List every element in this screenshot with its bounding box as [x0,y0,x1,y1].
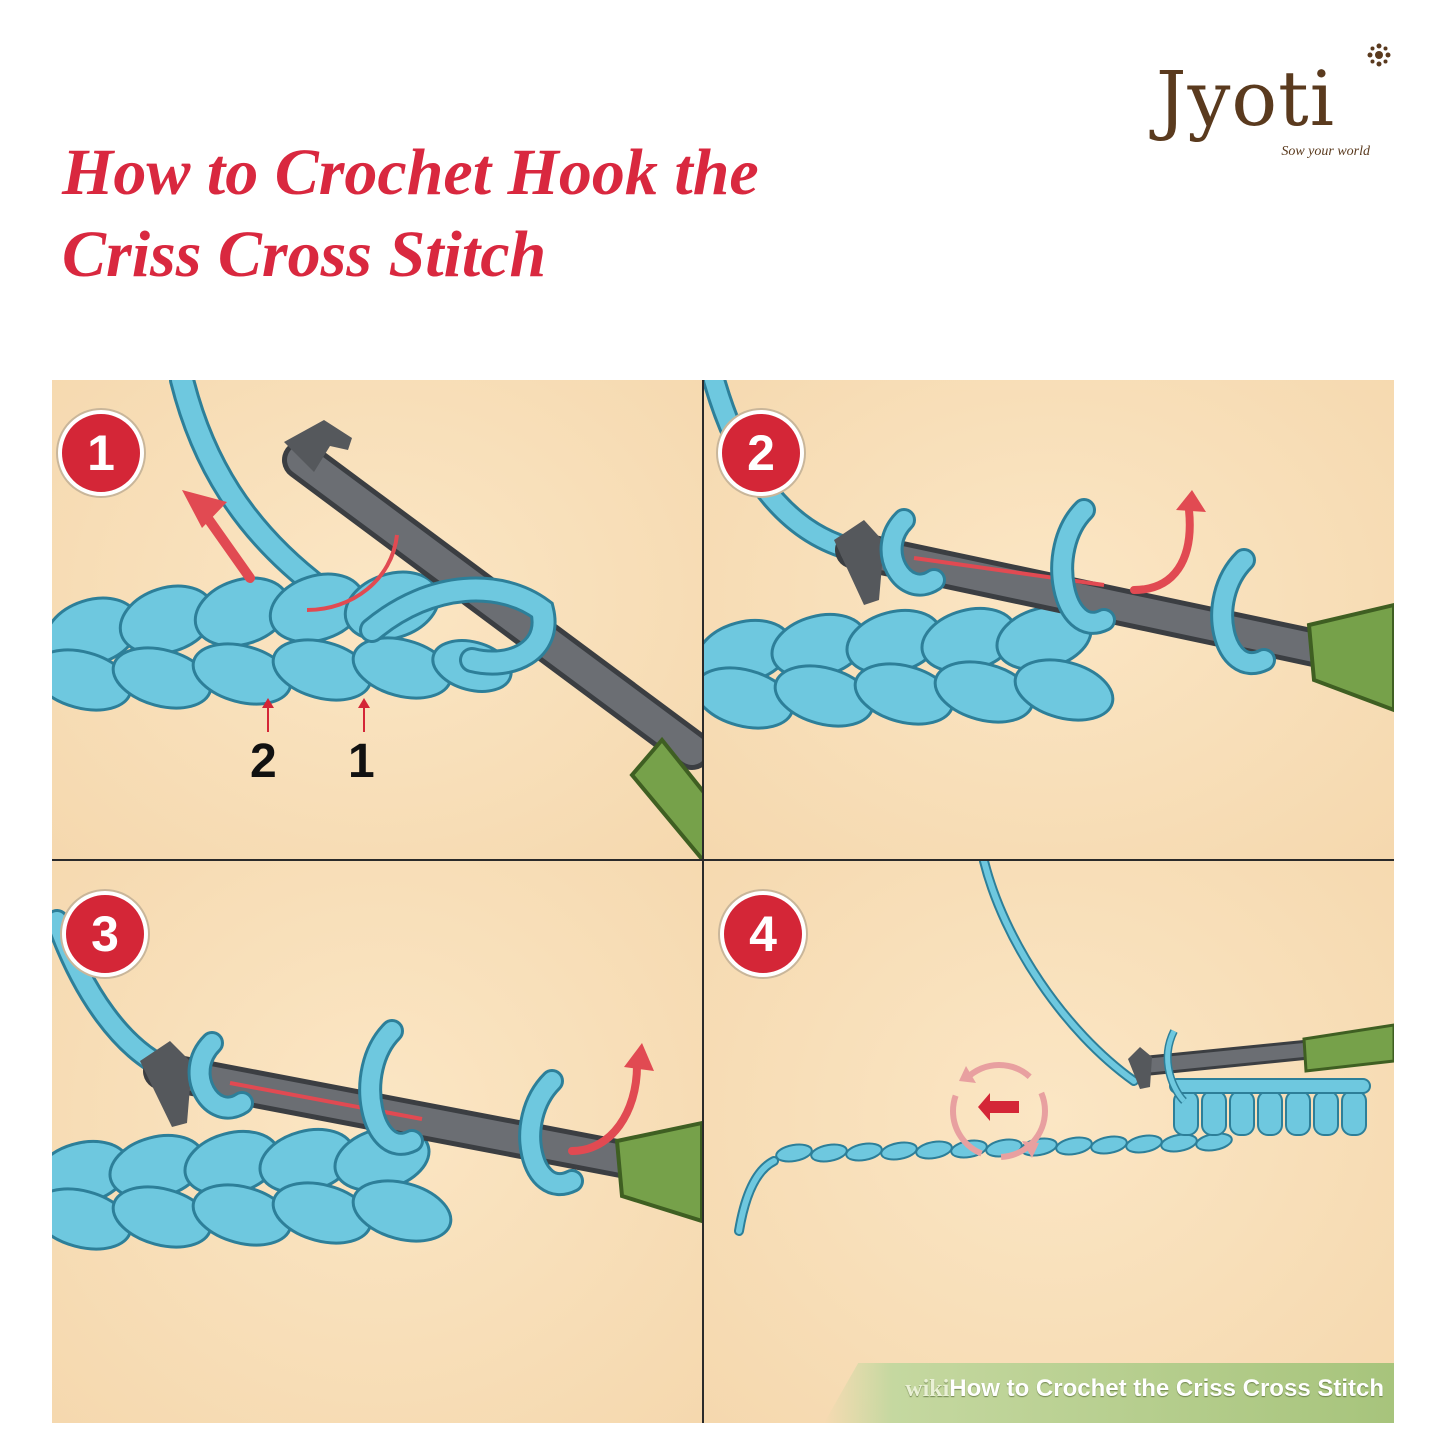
page-title: How to Crochet Hook the Criss Cross Stit… [62,132,759,296]
step-2-illustration [704,380,1394,730]
loop-marker-2: 2 [250,735,277,788]
crochet-hook [282,420,702,859]
step-3-panel: 3 [52,861,702,1423]
crochet-hook [1128,1023,1394,1089]
stitch-chain [704,604,1115,730]
turn-work-icon [950,1062,1048,1160]
horizontal-divider [52,859,1394,861]
logo-wordmark: Jyoti [1156,54,1336,143]
credit-prefix: wiki [905,1376,950,1402]
step-badge-1: 1 [58,410,144,496]
step-3-illustration [52,909,702,1251]
loop-marker-1: 1 [348,735,375,788]
credit-banner: wikiHow to Crochet the Criss Cross Stitc… [824,1363,1394,1423]
title-line-1: How to Crochet Hook the [62,136,759,209]
title-line-2: Criss Cross Stitch [62,218,547,291]
crochet-hook [834,520,1394,713]
step-4-panel: wikiHow 4 [704,861,1394,1423]
credit-title: How to Crochet the Criss Cross Stitch [949,1375,1384,1402]
steps-grid: 1 2 1 [52,380,1394,1423]
step-1-illustration [52,380,702,859]
logo-tagline: Sow your world [1281,144,1370,159]
step-2-panel: 2 [704,380,1394,859]
vertical-divider [702,380,704,1423]
flower-ornament-icon [1367,43,1391,67]
step-badge-2: 2 [718,410,804,496]
step-1-panel: 1 2 1 [52,380,702,859]
credit-text: wikiHow to Crochet the Criss Cross Stitc… [905,1375,1384,1403]
stitch-rows [1169,1078,1371,1136]
jyoti-logo: Jyoti Sow your world [1150,40,1400,170]
step-badge-4: 4 [720,891,806,977]
step-4-illustration [734,861,1394,1236]
step-badge-3: 3 [62,891,148,977]
stitch-chain [52,1125,453,1251]
